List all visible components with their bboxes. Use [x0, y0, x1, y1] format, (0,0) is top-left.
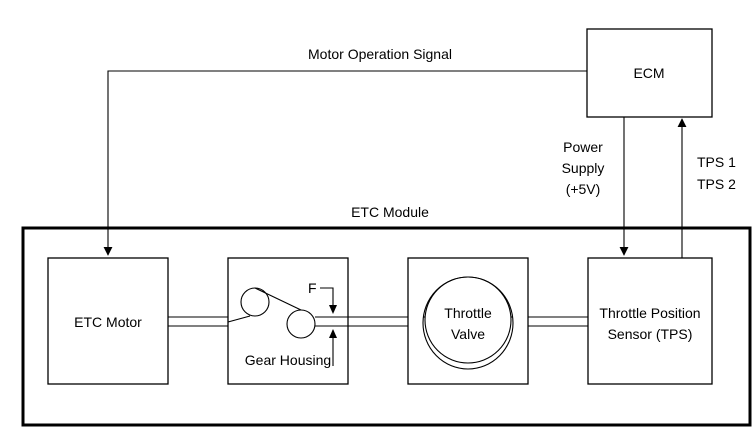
ecm-box [586, 28, 713, 118]
force-indicator [320, 287, 337, 366]
tps-box [587, 257, 713, 385]
ecm-label: ECM [633, 65, 664, 81]
motor-operation-signal-line [103, 70, 587, 256]
tps2-label: TPS 2 [697, 176, 736, 192]
etc-motor-box [47, 257, 169, 385]
tps-label-line2: Sensor (TPS) [608, 326, 693, 342]
force-label: F [308, 280, 317, 296]
gear-housing-box [227, 257, 349, 385]
gear-housing-label: Gear Housing [245, 352, 331, 368]
tps1-label: TPS 1 [697, 154, 736, 170]
tps-label-line1: Throttle Position [599, 305, 700, 321]
throttle-valve-label-line2: Valve [451, 326, 485, 342]
etc-module-box [21, 226, 752, 427]
motor-operation-signal-label: Motor Operation Signal [308, 46, 452, 62]
power-supply-label-line2: Supply [562, 160, 605, 176]
throttle-plate [424, 276, 512, 364]
power-supply-label-line3: (+5V) [566, 181, 601, 197]
power-supply-label-line1: Power [563, 139, 603, 155]
etc-module-label: ETC Module [351, 204, 429, 220]
etc-motor-label: ETC Motor [74, 314, 142, 330]
gear-train [227, 287, 348, 339]
throttle-valve-label-line1: Throttle [444, 305, 492, 321]
